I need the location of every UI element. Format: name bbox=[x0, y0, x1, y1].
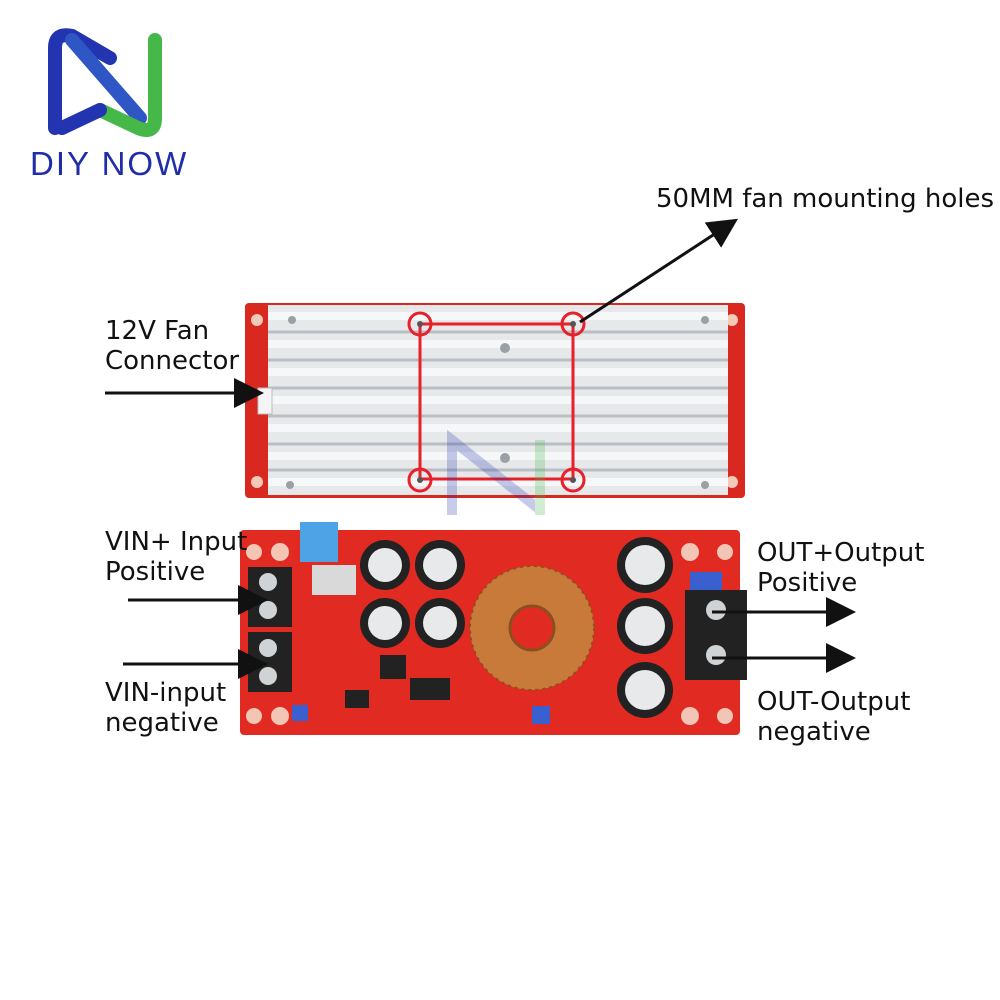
brand-name: DIY NOW bbox=[30, 145, 189, 182]
out-pos-label-line2: Positive bbox=[757, 568, 858, 598]
fan-connector-label-line1: 12V Fan bbox=[105, 316, 210, 346]
out-neg-label-line2: negative bbox=[757, 717, 871, 747]
inductor bbox=[469, 565, 595, 691]
out-pos-label-line1: OUT+Output bbox=[757, 538, 925, 568]
fan-connector-label-line2: Connector bbox=[105, 346, 240, 376]
vin-pos-label-line2: Positive bbox=[105, 557, 206, 587]
capacitors bbox=[360, 537, 673, 718]
vin-pos-label-line1: VIN+ Input bbox=[105, 527, 248, 557]
output-terminal bbox=[685, 590, 747, 680]
fan-holes-label: 50MM fan mounting holes bbox=[656, 184, 995, 214]
out-neg-label-line1: OUT-Output bbox=[757, 687, 911, 717]
pcb-board bbox=[240, 522, 747, 735]
heatsink-board bbox=[245, 303, 745, 515]
heatsink-fins bbox=[268, 330, 728, 472]
vin-neg-label-line2: negative bbox=[105, 708, 219, 738]
vin-neg-label-line1: VIN-input bbox=[105, 678, 227, 708]
fan-holes-arrow bbox=[579, 218, 739, 324]
